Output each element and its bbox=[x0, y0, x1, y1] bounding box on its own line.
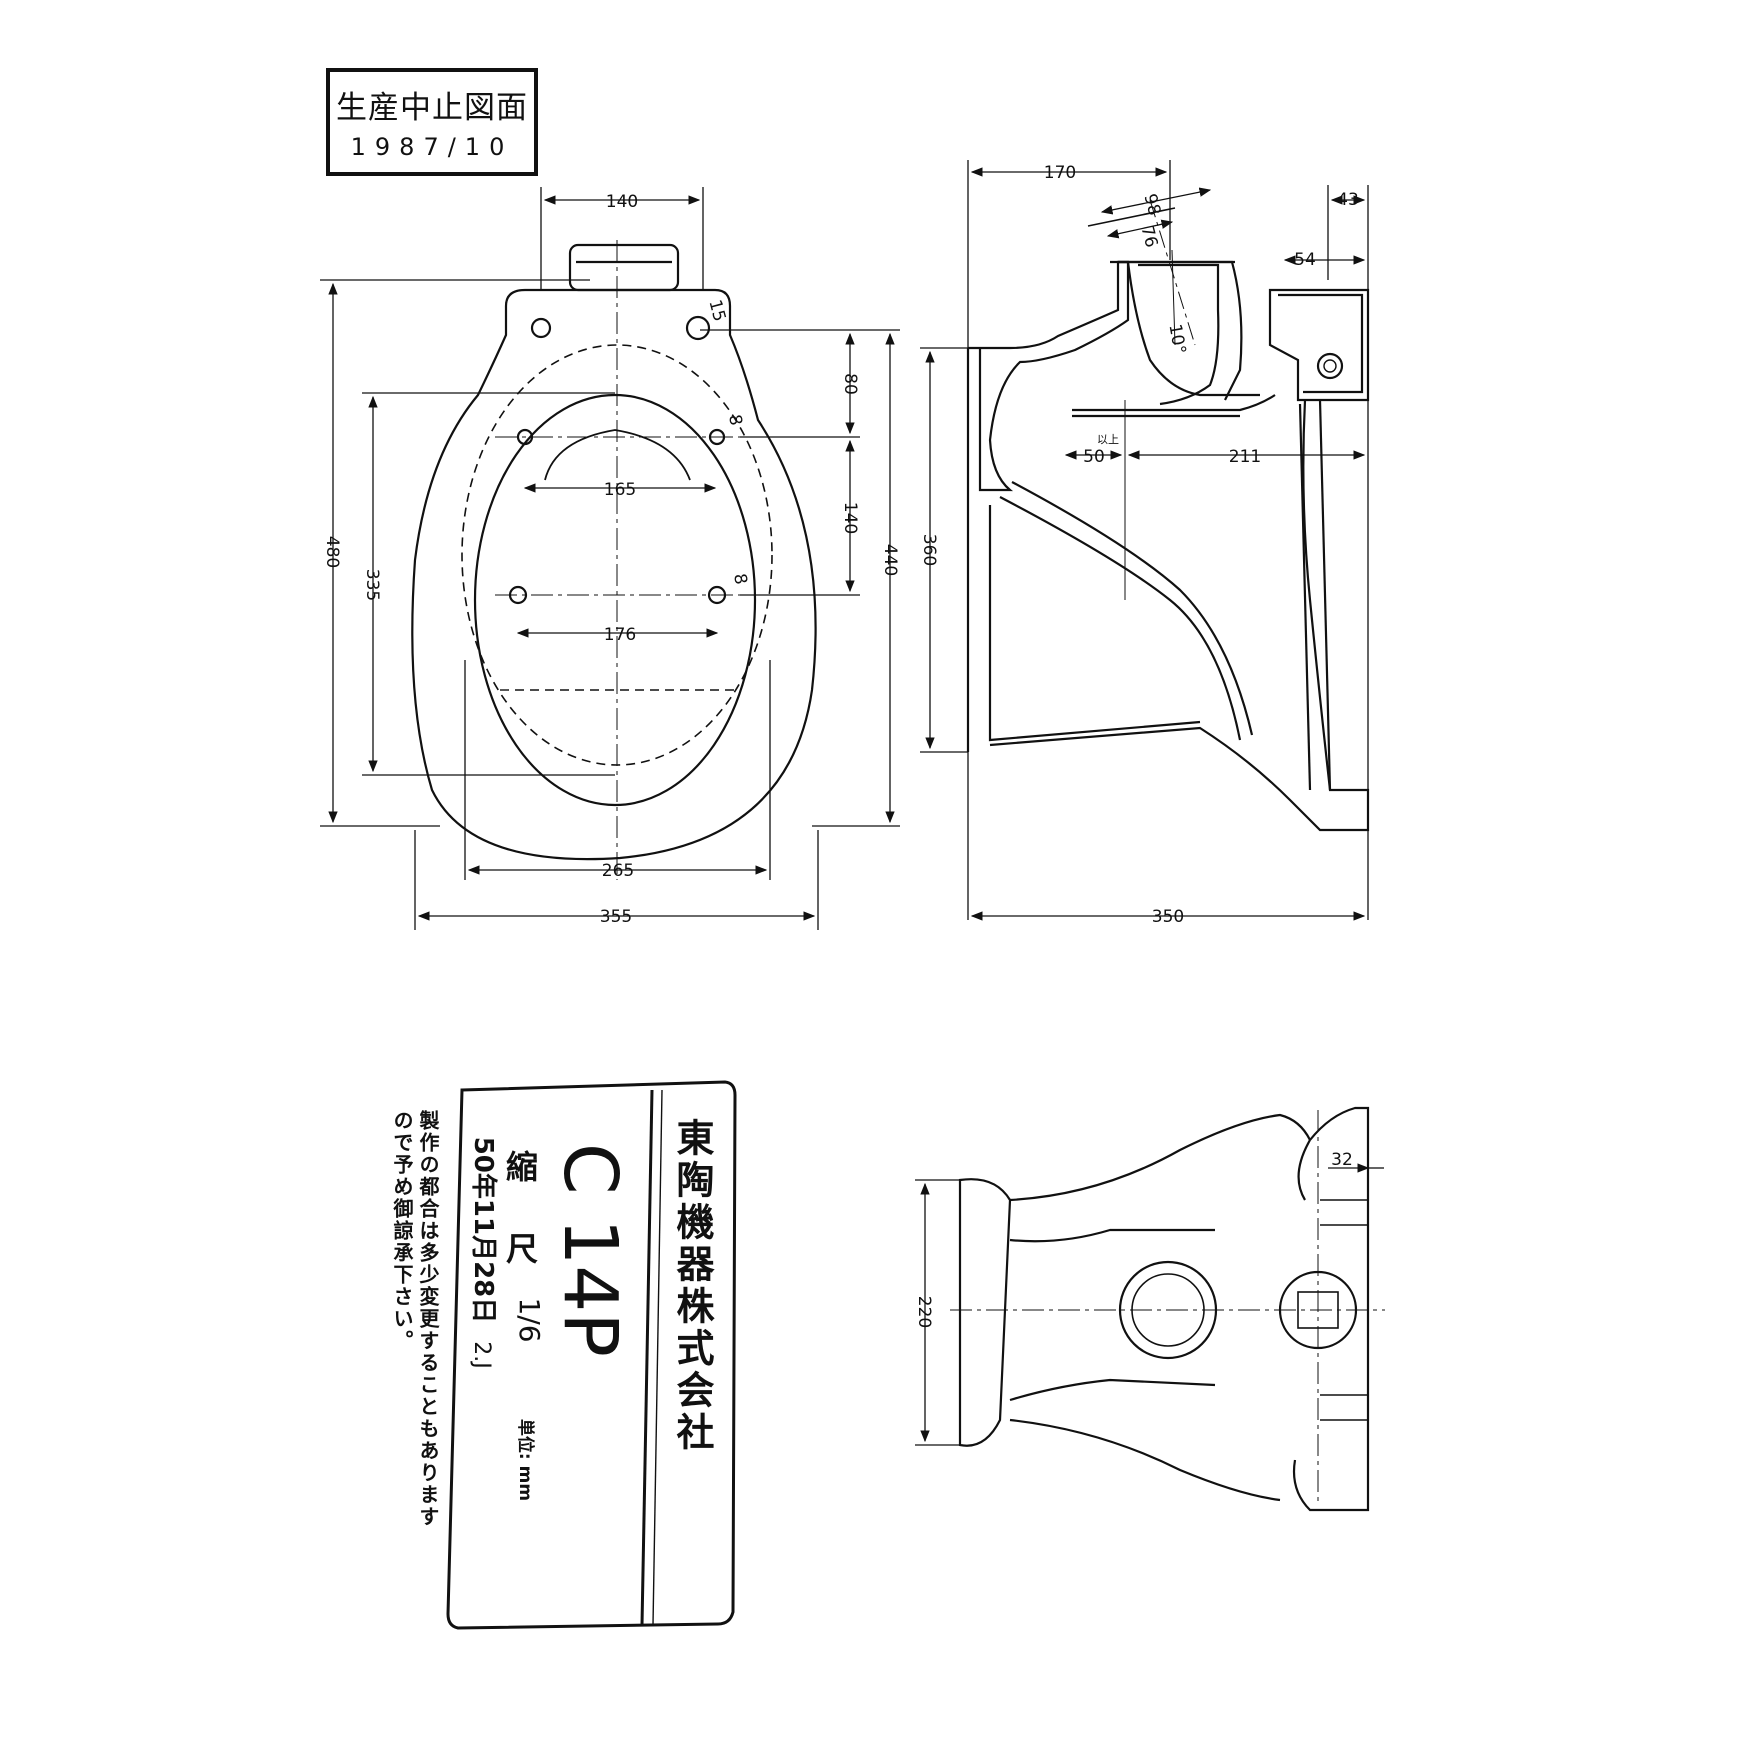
rear-view-dimensions bbox=[915, 1163, 1384, 1446]
drawing-date: 50年11月28日 bbox=[468, 1137, 499, 1324]
scale-value: 1/6 bbox=[513, 1297, 546, 1342]
stamp-title: 生産中止図面 bbox=[336, 90, 528, 126]
unit-label: 単位: mm bbox=[515, 1419, 536, 1501]
dim-140-right: 140 bbox=[840, 502, 860, 534]
title-block-text: 東陶機器株式会社 C 14P 縮 尺 1/6 単位: mm 50年11月28日 … bbox=[468, 1118, 714, 1501]
rear-view-dimension-text: 32 220 bbox=[914, 1150, 1353, 1328]
dim-440: 440 bbox=[880, 544, 900, 576]
dim-10deg: 10° bbox=[1164, 323, 1189, 356]
note-line-2: ので予め御諒承下さい。 bbox=[390, 1110, 414, 1352]
dim-32: 32 bbox=[1331, 1150, 1353, 1170]
company-name: 東陶機器株式会社 bbox=[670, 1118, 714, 1454]
dim-170: 170 bbox=[1044, 163, 1076, 183]
dim-265: 265 bbox=[602, 861, 634, 881]
model-number: C 14P bbox=[547, 1143, 633, 1357]
stamp-date: 1987/10 bbox=[350, 133, 514, 161]
top-view bbox=[411, 240, 817, 880]
dim-165: 165 bbox=[604, 480, 636, 500]
dim-350: 350 bbox=[1152, 907, 1184, 927]
side-view-dimensions bbox=[920, 160, 1369, 921]
top-view-dimension-text: 140 15 165 176 8 8 480 335 80 140 440 26… bbox=[322, 192, 900, 927]
dim-360: 360 bbox=[919, 534, 939, 566]
dim-355: 355 bbox=[600, 907, 632, 927]
dim-76: 76 bbox=[1136, 224, 1161, 250]
dim-15: 15 bbox=[704, 298, 729, 324]
dim-8a: 8 bbox=[724, 413, 746, 427]
dim-43: 43 bbox=[1337, 190, 1359, 210]
dim-8b: 8 bbox=[729, 572, 751, 586]
discontinued-stamp: 生産中止図面 1987/10 bbox=[326, 68, 538, 176]
dim-335: 335 bbox=[362, 569, 382, 601]
dim-480: 480 bbox=[322, 536, 342, 568]
dim-140-top: 140 bbox=[606, 192, 638, 212]
note-line-1: 製作の都合は多少変更することもあります bbox=[416, 1109, 440, 1528]
dim-176: 176 bbox=[604, 625, 636, 645]
scale-label: 縮 尺 bbox=[501, 1149, 539, 1270]
manufacturing-note: 製作の都合は多少変更することもあります ので予め御諒承下さい。 bbox=[390, 1109, 440, 1528]
dim-211: 211 bbox=[1229, 447, 1261, 467]
dim-50: 50 bbox=[1083, 447, 1105, 467]
title-block bbox=[446, 1080, 737, 1630]
dim-54: 54 bbox=[1294, 250, 1316, 270]
side-view-dimension-text: 170 98 76 43 54 10° 50 以上 211 360 350 bbox=[919, 163, 1359, 927]
dim-220: 220 bbox=[914, 1296, 934, 1328]
rear-view bbox=[950, 1106, 1385, 1512]
dim-50-note: 以上 bbox=[1097, 433, 1119, 446]
top-view-dimensions bbox=[320, 187, 900, 930]
side-view bbox=[966, 199, 1370, 832]
dim-80: 80 bbox=[840, 373, 860, 395]
drafter-initials: 2.J bbox=[469, 1341, 494, 1368]
